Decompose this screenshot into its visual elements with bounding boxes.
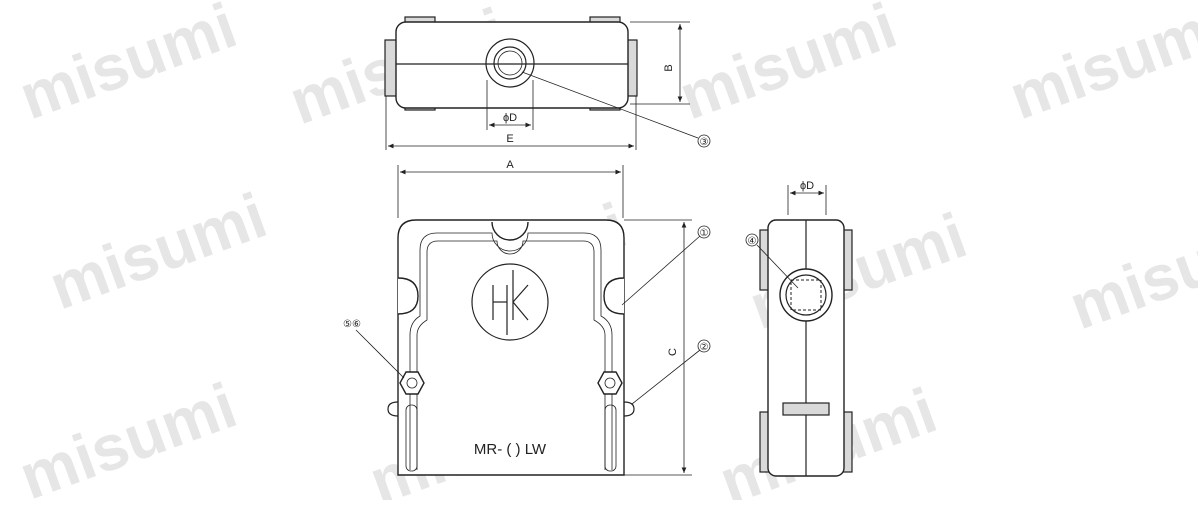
watermark: misumi — [1000, 0, 1198, 133]
left-screw — [387, 401, 399, 417]
front-view: A — [343, 159, 711, 476]
dimension-d-side-label: ϕD — [800, 180, 814, 192]
side-view-cable-hole — [785, 274, 827, 316]
callout-2: ② — [700, 342, 709, 353]
right-screw — [623, 401, 635, 417]
right-slot — [604, 404, 617, 472]
top-view: B ϕD E ③ — [384, 16, 711, 150]
left-slot — [405, 404, 418, 472]
dimension-d-top-label: ϕD — [503, 112, 517, 124]
right-hex-nut — [597, 371, 623, 395]
front-view-inner-channel-2 — [416, 240, 606, 470]
dimension-e-label: E — [506, 133, 513, 145]
watermark: misumi — [1060, 199, 1198, 343]
callout-4-leader — [756, 244, 799, 289]
callout-56-leader — [355, 329, 405, 379]
callout-4: ④ — [748, 236, 757, 247]
top-view-cable-inner — [497, 50, 523, 76]
front-view-right-notch — [603, 277, 625, 315]
front-view-left-notch — [397, 277, 419, 315]
dimension-b-label: B — [663, 64, 675, 71]
side-view-cable-bushing — [779, 268, 833, 322]
left-hex-nut — [399, 371, 425, 395]
top-view-body — [395, 21, 629, 109]
dimension-c-label: C — [667, 348, 679, 356]
hk-logo — [471, 263, 549, 341]
callout-56: ⑤⑥ — [343, 319, 361, 330]
top-view-left-tab — [384, 39, 398, 97]
front-view-inner-channel — [409, 232, 613, 470]
callout-3: ③ — [700, 137, 709, 148]
watermark: misumi — [670, 0, 905, 133]
side-view: ϕD ④ — [745, 180, 853, 477]
model-label: MR- ( ) LW — [474, 441, 547, 458]
callout-1: ① — [700, 228, 709, 239]
hk-logo-letters — [492, 270, 529, 335]
watermark: misumi — [10, 0, 245, 133]
dimension-a-label: A — [506, 159, 514, 171]
top-view-cable-bushing — [485, 38, 535, 88]
front-view-top-notch — [491, 221, 529, 241]
side-view-cable-core — [790, 279, 822, 311]
watermark: misumi — [10, 369, 245, 500]
front-view-body — [397, 219, 625, 476]
top-view-cable-hole — [493, 46, 527, 80]
callout-3-leader — [521, 71, 699, 139]
callout-1-leader — [621, 235, 701, 306]
side-view-clamp — [782, 402, 830, 416]
watermark: misumi — [40, 179, 275, 323]
callout-2-leader — [631, 349, 701, 405]
